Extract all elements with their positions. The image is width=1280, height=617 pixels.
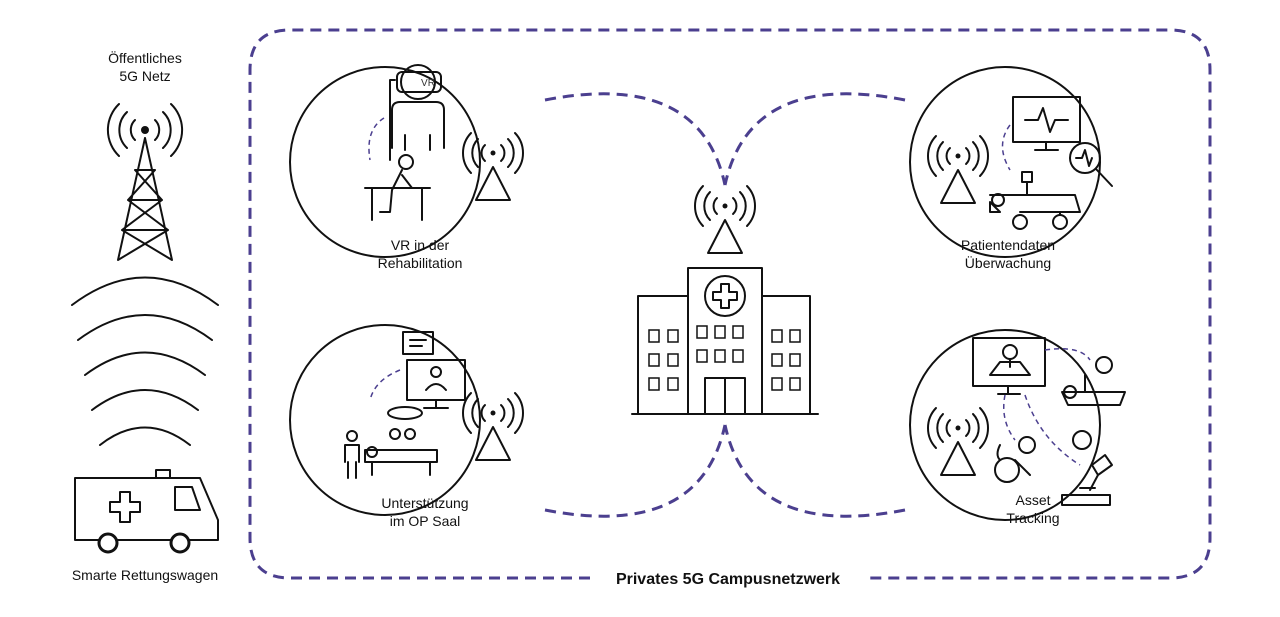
use-case-asset-tracking: Asset Tracking xyxy=(909,329,1126,526)
campus-boundary xyxy=(248,28,1212,580)
ambulance-icon xyxy=(74,469,219,554)
hospital-icon xyxy=(631,185,819,415)
use-case-label-2: Tracking xyxy=(1006,510,1059,526)
vr-user-icon: VR xyxy=(364,64,445,221)
campus-title: Privates 5G Campusnetzwerk xyxy=(616,571,840,588)
operating-room-icon xyxy=(344,331,466,479)
antenna-icon xyxy=(462,132,524,201)
patient-monitor-icon xyxy=(989,96,1113,230)
antenna-icon xyxy=(927,135,989,204)
asset-tracking-icon xyxy=(972,337,1126,506)
use-case-label-2: Überwachung xyxy=(965,254,1051,271)
public-network-label-1: Öffentliches xyxy=(108,49,182,66)
antenna-icon xyxy=(694,185,756,254)
antenna-icon xyxy=(927,407,989,476)
use-case-label-1: Patientendaten xyxy=(961,237,1055,253)
ambulance-label: Smarte Rettungswagen xyxy=(72,567,218,583)
use-case-label-1: Asset xyxy=(1015,492,1050,508)
public-network: Öffentliches 5G Netz Smarte Rettungswage… xyxy=(71,49,219,583)
use-case-label-2: im OP Saal xyxy=(390,513,461,529)
public-network-label-2: 5G Netz xyxy=(119,68,170,84)
connection-links xyxy=(544,92,906,518)
use-case-label-1: VR in der xyxy=(391,237,450,253)
antenna-icon xyxy=(462,392,524,461)
use-case-op-support: Unterstützung im OP Saal xyxy=(289,324,524,529)
use-case-label-2: Rehabilitation xyxy=(378,255,463,271)
use-case-patient-monitoring: Patientendaten Überwachung xyxy=(909,66,1113,271)
vr-badge: VR xyxy=(421,78,435,89)
cell-tower-icon xyxy=(106,103,184,261)
use-case-label-1: Unterstützung xyxy=(381,495,468,511)
use-case-vr-rehabilitation: VR VR in der Rehabilitation xyxy=(289,64,524,271)
signal-waves-icon xyxy=(71,276,219,446)
